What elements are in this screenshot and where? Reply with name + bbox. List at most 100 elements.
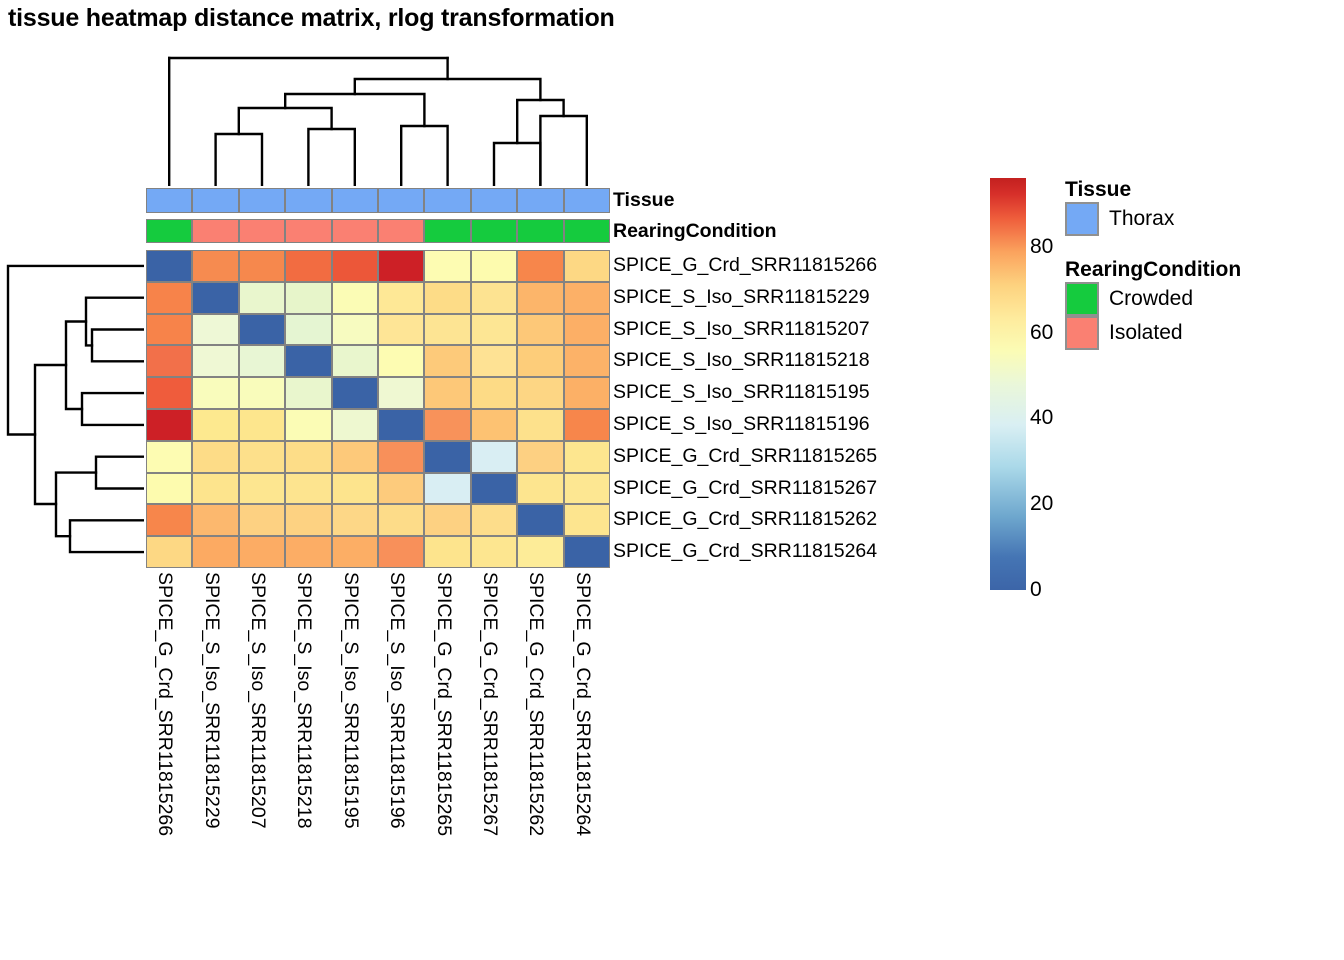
heatmap-cell (192, 472, 239, 505)
heatmap-cell (517, 345, 564, 378)
column-label: SPICE_G_Crd_SRR11815267 (479, 572, 501, 837)
column-label: SPICE_G_Crd_SRR11815264 (571, 572, 594, 837)
column-label: SPICE_S_Iso_SRR11815218 (293, 572, 316, 829)
legend-label: Thorax (1109, 207, 1175, 230)
row-label: SPICE_S_Iso_SRR11815207 (613, 317, 870, 340)
annotation-label-tissue: Tissue (613, 189, 675, 211)
colorbar-gradient (990, 178, 1026, 590)
annotation-cell (563, 188, 610, 213)
legend-title-rearingcondition: RearingCondition (1065, 258, 1242, 281)
heatmap-cell (192, 408, 239, 441)
heatmap-cell (470, 313, 518, 346)
annotation-cell (377, 219, 425, 243)
legend-item: Isolated (1065, 316, 1335, 350)
column-label: SPICE_S_Iso_SRR11815195 (339, 572, 362, 829)
colorbar-tick-label: 80 (1030, 234, 1054, 258)
heatmap-cell (517, 408, 564, 441)
heatmap-cell (377, 345, 425, 378)
heatmap-cell (146, 536, 193, 568)
heatmap-cell (331, 377, 378, 409)
annotation-cell (377, 188, 425, 213)
column-label: SPICE_S_Iso_SRR11815207 (247, 572, 269, 829)
column-label: SPICE_G_Crd_SRR11815266 (154, 572, 177, 837)
annotation-cell (192, 188, 239, 213)
heatmap-cell (377, 472, 425, 505)
heatmap-cell (377, 504, 425, 537)
heatmap-cell (470, 440, 518, 473)
heatmap-cell (563, 250, 610, 282)
heatmap-cell (377, 536, 425, 568)
heatmap-cell (377, 250, 425, 282)
heatmap-cell (517, 440, 564, 473)
annotation-cell (331, 188, 378, 213)
colorbar-tick-label: 60 (1030, 320, 1054, 344)
heatmap-cell (563, 377, 610, 409)
heatmap-cell (470, 408, 518, 441)
heatmap-cell (146, 440, 193, 473)
heatmap-cell (238, 536, 286, 568)
heatmap-cell (563, 408, 610, 441)
heatmap-cell (146, 313, 193, 346)
heatmap-cell (238, 377, 286, 409)
heatmap-cell (146, 408, 193, 441)
heatmap-cell (238, 250, 286, 282)
heatmap-cell (470, 472, 518, 505)
heatmap-cell (377, 408, 425, 441)
heatmap-cell (424, 250, 471, 282)
annotation-cell (238, 188, 286, 213)
annotation-cell (285, 219, 332, 243)
heatmap-cell (285, 345, 332, 378)
heatmap-cell (146, 345, 193, 378)
column-dendrogram (146, 56, 610, 186)
heatmap-cell (192, 504, 239, 537)
heatmap-cell (470, 377, 518, 409)
annotation-cell (238, 219, 286, 243)
colorbar-tick-label: 40 (1030, 406, 1054, 430)
annotation-track-rearingcondition (146, 219, 610, 243)
heatmap-cell (563, 536, 610, 568)
legend-item: Thorax (1065, 202, 1335, 236)
annotation-cell (424, 219, 471, 243)
annotation-cell (146, 188, 193, 213)
annotation-track-tissue (146, 188, 610, 213)
row-label: SPICE_G_Crd_SRR11815262 (613, 508, 878, 531)
legend-swatch (1065, 316, 1099, 350)
heatmap-cell (285, 536, 332, 568)
heatmap-cell (192, 536, 239, 568)
heatmap-cell (563, 281, 610, 314)
row-label: SPICE_S_Iso_SRR11815196 (613, 412, 870, 435)
heatmap-cell (146, 504, 193, 537)
heatmap-cell (470, 281, 518, 314)
annotation-cell (192, 219, 239, 243)
annotation-cell (517, 219, 564, 243)
annotation-cell (517, 188, 564, 213)
column-label: SPICE_G_Crd_SRR11815262 (525, 572, 548, 837)
heatmap-cell (238, 504, 286, 537)
legend-title-tissue: Tissue (1065, 178, 1132, 201)
heatmap-cell (192, 440, 239, 473)
heatmap-cell (238, 281, 286, 314)
legend-spacer (1065, 236, 1335, 258)
heatmap-cell (563, 472, 610, 505)
row-label: SPICE_G_Crd_SRR11815267 (613, 476, 878, 499)
heatmap-cell (285, 377, 332, 409)
heatmap-cell (331, 313, 378, 346)
heatmap-cell (563, 504, 610, 537)
colorbar-tick-label: 20 (1030, 492, 1054, 516)
row-label: SPICE_G_Crd_SRR11815265 (613, 444, 878, 467)
heatmap-cell (377, 440, 425, 473)
heatmap-cell (238, 345, 286, 378)
row-label: SPICE_S_Iso_SRR11815195 (613, 381, 870, 404)
heatmap-cell (470, 250, 518, 282)
heatmap-cell (424, 313, 471, 346)
heatmap-cell (238, 472, 286, 505)
heatmap-cell (517, 313, 564, 346)
heatmap-cell (146, 377, 193, 409)
heatmap-cell (377, 377, 425, 409)
heatmap-cell (146, 472, 193, 505)
heatmap-cell (517, 504, 564, 537)
annotation-cell (285, 188, 332, 213)
row-label: SPICE_G_Crd_SRR11815266 (613, 254, 878, 276)
heatmap-cell (424, 472, 471, 505)
